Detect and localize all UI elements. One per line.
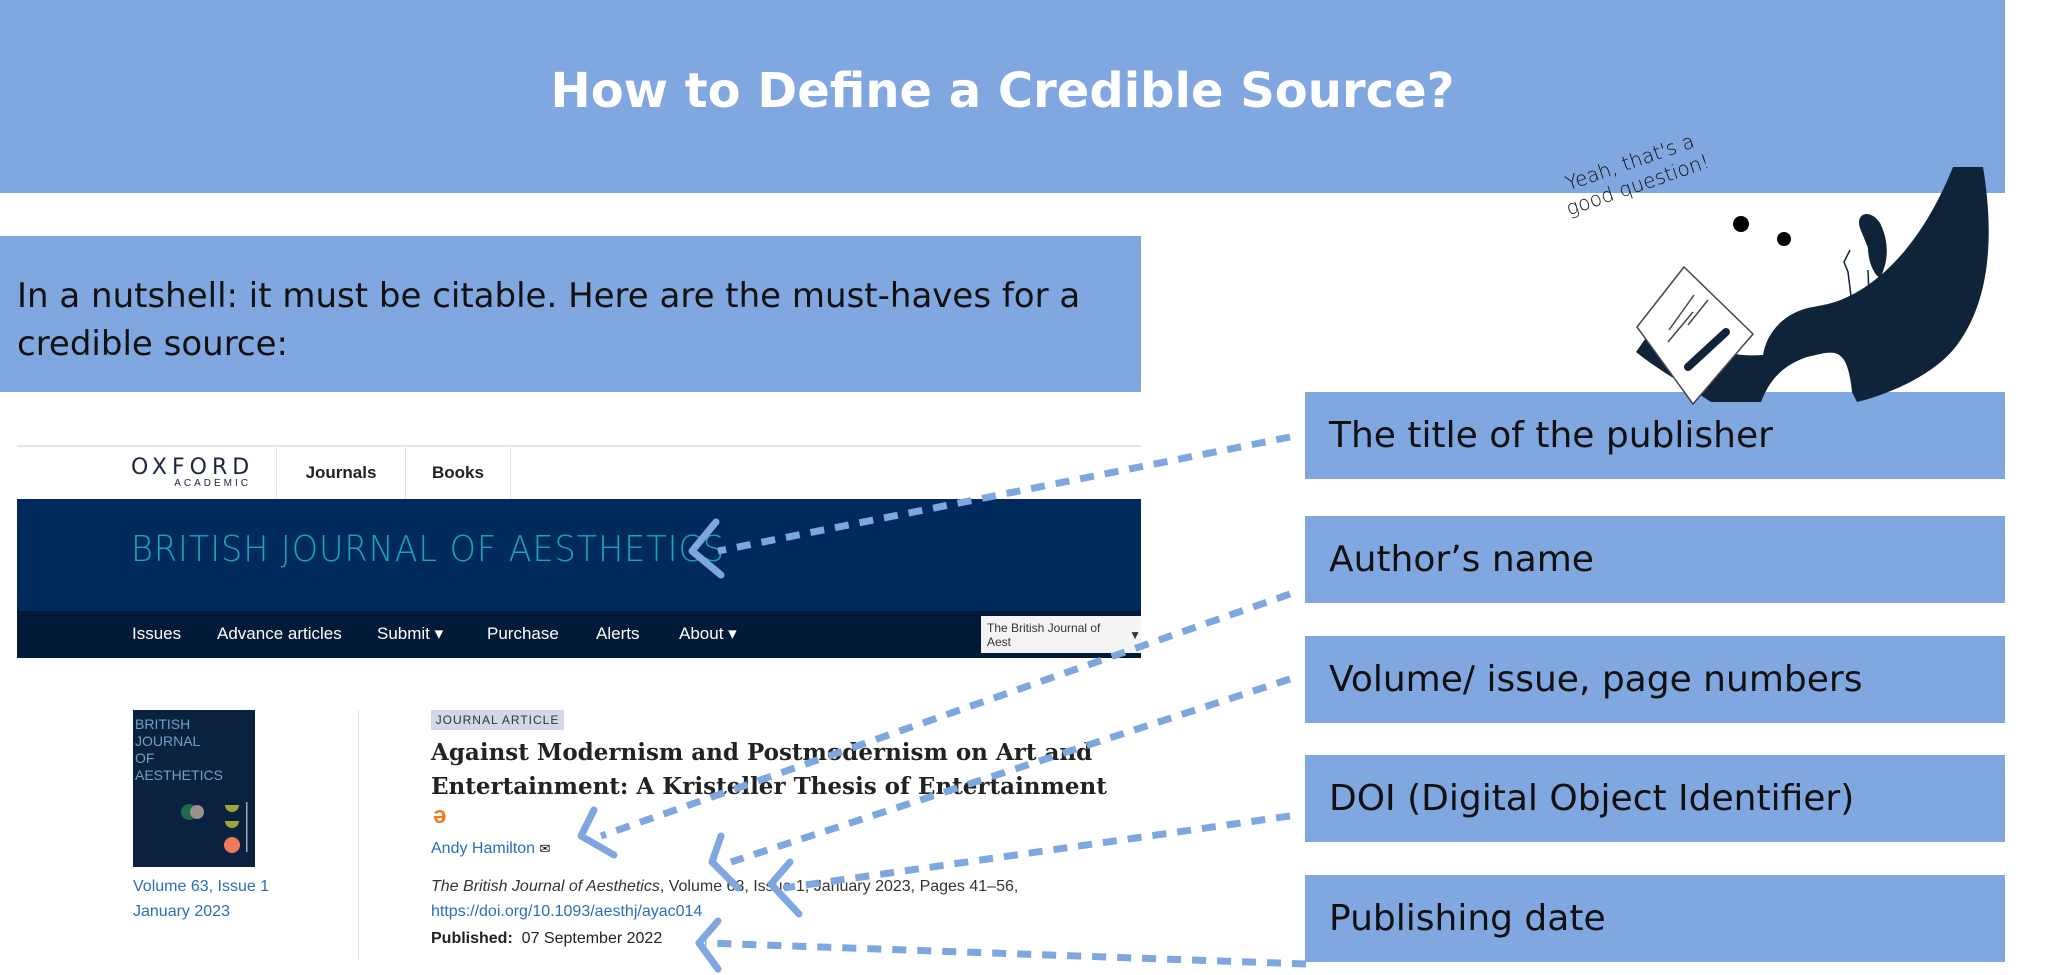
nav-advance-articles[interactable]: Advance articles — [217, 624, 342, 643]
label-volume: Volume/ issue, page numbers — [1305, 636, 2005, 723]
journal-name[interactable]: BRITISH JOURNAL OF AESTHETICS — [131, 529, 725, 570]
issue-date-link[interactable]: January 2023 — [133, 903, 230, 920]
intro-text: In a nutshell: it must be citable. Here … — [17, 276, 1081, 364]
nav-purchase[interactable]: Purchase — [487, 624, 559, 643]
author-link[interactable]: Andy Hamilton — [431, 840, 536, 857]
label-publisher: The title of the publisher — [1305, 392, 2005, 479]
journal-banner: BRITISH JOURNAL OF AESTHETICS — [17, 499, 1141, 611]
intro-box: In a nutshell: it must be citable. Here … — [0, 236, 1141, 392]
journal-select[interactable]: The British Journal of Aest▼ — [981, 616, 1141, 653]
label-author: Author’s name — [1305, 516, 2005, 603]
label-date: Publishing date — [1305, 875, 2005, 962]
nav-alerts[interactable]: Alerts — [596, 624, 640, 643]
published-line: Published: 07 September 2022 — [431, 930, 663, 947]
tab-journals[interactable]: Journals — [276, 447, 405, 499]
slide-title: How to Define a Credible Source? — [550, 62, 1455, 119]
nav-about[interactable]: About ▾ — [679, 624, 737, 643]
journal-nav: Issues Advance articles Submit ▾ Purchas… — [17, 611, 1141, 658]
issue-link[interactable]: Volume 63, Issue 1 — [133, 878, 270, 895]
author-line: Andy Hamilton ✉ — [431, 840, 550, 858]
divider — [358, 710, 359, 961]
caret-down-icon: ▼ — [1129, 627, 1141, 642]
arrow-date — [704, 939, 1307, 968]
citation: The British Journal of Aesthetics, Volum… — [431, 878, 1019, 895]
doi-link[interactable]: https://doi.org/10.1093/aesthj/ayac014 — [431, 903, 703, 920]
nav-issues[interactable]: Issues — [132, 624, 182, 643]
tab-books[interactable]: Books — [405, 447, 511, 499]
envelope-icon[interactable]: ✉ — [539, 841, 551, 856]
open-access-icon: ə — [433, 802, 447, 829]
nav-submit[interactable]: Submit ▾ — [377, 624, 444, 643]
label-doi: DOI (Digital Object Identifier) — [1305, 755, 2005, 842]
cover-art — [181, 802, 248, 853]
article-title: Against Modernism and Postmodernism on A… — [431, 739, 1107, 800]
article-type-badge: JOURNAL ARTICLE — [431, 710, 564, 730]
title-bar: How to Define a Credible Source? — [0, 0, 2005, 193]
thinking-person-illustration — [1636, 167, 1989, 406]
